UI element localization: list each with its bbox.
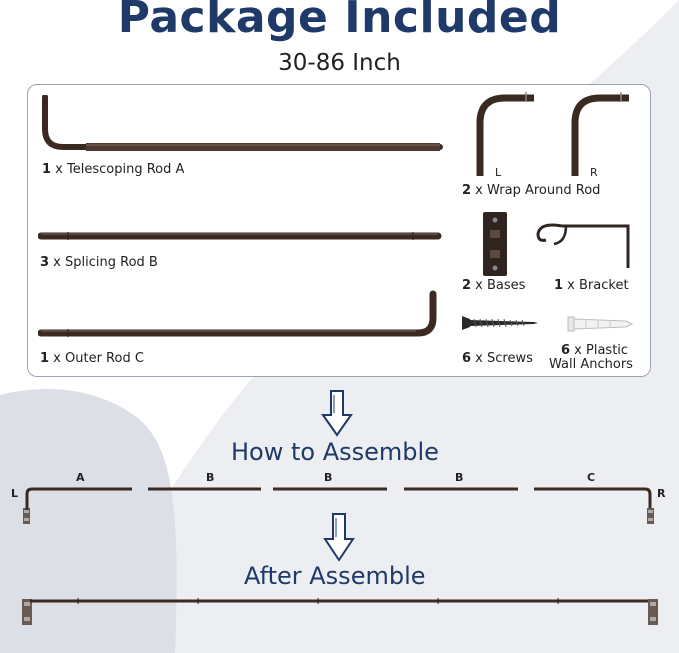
- wrap-caption: 2 x Wrap Around Rod: [462, 183, 601, 198]
- after-assemble-heading: After Assemble: [244, 562, 426, 590]
- rod-a-image: [42, 95, 443, 151]
- down-arrow-icon: [323, 513, 355, 562]
- page-subtitle: 30-86 Inch: [278, 50, 401, 76]
- base-image: [483, 212, 507, 276]
- end-label-right: R: [657, 487, 666, 500]
- anchors-caption-line2: Wall Anchors: [549, 357, 633, 372]
- segment-label-b2: B: [324, 471, 333, 484]
- bases-caption: 2 x Bases: [462, 278, 526, 293]
- rod-c-caption: 1 x Outer Rod C: [40, 351, 144, 366]
- segment-label-b1: B: [206, 471, 215, 484]
- package-panel: [27, 84, 651, 377]
- wrap-rod-right-image: [571, 92, 629, 176]
- segment-label-a: A: [76, 471, 85, 484]
- segment-label-c: C: [587, 471, 596, 484]
- bracket-caption: 1 x Bracket: [554, 278, 629, 293]
- bracket-image: [536, 223, 630, 268]
- wrap-left-mark: L: [495, 166, 502, 179]
- screw-image: [462, 316, 538, 330]
- anchors-caption: 6 x Plastic: [561, 343, 629, 358]
- rod-b-image: [38, 232, 442, 240]
- assembly-diagram: [23, 487, 654, 524]
- wrap-right-mark: R: [590, 166, 598, 179]
- anchor-image: [567, 316, 634, 332]
- screws-caption: 6 x Screws: [462, 351, 533, 366]
- page-title: Package Included: [117, 0, 562, 43]
- rod-c-image: [38, 290, 437, 337]
- rod-a-caption: 1 x Telescoping Rod A: [42, 162, 185, 177]
- segment-label-b3: B: [455, 471, 464, 484]
- end-label-left: L: [11, 487, 19, 500]
- wrap-rod-left-image: [476, 92, 534, 176]
- rod-b-caption: 3 x Splicing Rod B: [40, 255, 158, 270]
- down-arrow-icon: [321, 390, 353, 437]
- assembled-rod-image: [22, 598, 658, 625]
- assemble-heading: How to Assemble: [231, 438, 439, 466]
